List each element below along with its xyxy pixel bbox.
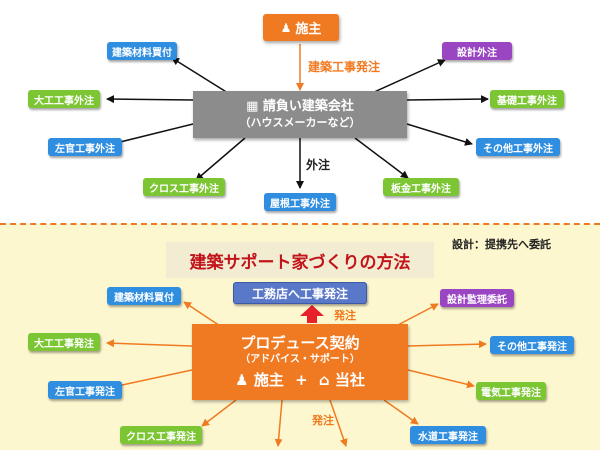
design-note: 設計：提携先へ委託 xyxy=(452,238,551,251)
arrow-b-to-electric xyxy=(407,369,475,389)
party-owner: 施主 xyxy=(253,371,284,389)
arrow-b-to-materials xyxy=(183,301,221,327)
arrow-to-sheetmetal xyxy=(354,137,409,179)
person-icon: ♟ xyxy=(235,371,249,389)
bottom-left-item-materials: 建築材料買付 xyxy=(107,287,181,305)
arrow-to-materials xyxy=(171,57,229,94)
bottom-order-label: 発注 xyxy=(312,414,334,427)
arrow-to-cloth xyxy=(195,137,246,181)
order-label-right: 発注 xyxy=(334,309,356,322)
produce-subtitle: （アドバイス・サポート） xyxy=(240,354,360,365)
arrow-b-to-bottom-left xyxy=(274,399,283,447)
company-name: 請負い建築会社 xyxy=(262,98,354,114)
arrow-to-plaster xyxy=(107,123,194,148)
top-bottom-item-roof: 屋根工事外注 xyxy=(264,193,336,211)
arrow-to-design xyxy=(371,59,446,94)
bottom-right-item-water: 水道工事発注 xyxy=(410,426,486,444)
method-title: 建築サポート家づくりの方法 xyxy=(166,242,434,278)
bottom-left-item-plaster: 左官工事発注 xyxy=(48,381,122,399)
arrow-b-to-supervision xyxy=(395,303,439,327)
top-right-item-sheetmetal: 板金工事外注 xyxy=(383,178,459,196)
top-right-item-foundation: 基礎工事外注 xyxy=(490,90,564,108)
arrow-b-to-water xyxy=(383,399,419,425)
owner-box: ♟ 施主 xyxy=(263,14,339,41)
order-arrow-label: 建築工事発注 xyxy=(308,60,381,74)
top-left-item-cloth: クロス工事外注 xyxy=(143,178,225,196)
contract-parties: ♟ 施主 + ⌂ 当社 xyxy=(235,371,365,390)
section-divider xyxy=(0,223,600,225)
bottom-left-item-carpentry: 大工工事発注 xyxy=(28,333,100,351)
bottom-left-item-cloth: クロス工事発注 xyxy=(120,426,202,444)
top-left-item-plaster: 左官工事外注 xyxy=(48,138,122,156)
arrow-b-to-bottom-right xyxy=(329,399,348,447)
outsource-label: 外注 xyxy=(306,158,331,172)
arrow-b-to-carpentry xyxy=(106,339,193,348)
building-icon: ▦ xyxy=(246,98,259,114)
arrow-b-to-cloth xyxy=(201,399,237,427)
owner-label: 施主 xyxy=(295,22,322,37)
bottom-right-item-electric: 電気工事発注 xyxy=(476,382,546,400)
produce-title: プロデュース契約 xyxy=(240,334,360,352)
top-right-item-design: 設計外注 xyxy=(442,42,512,60)
top-left-item-materials: 建築材料買付 xyxy=(107,42,177,60)
bottom-right-item-supervision: 設計監理委託 xyxy=(440,289,514,307)
top-left-item-carpentry: 大工工事外注 xyxy=(28,90,100,108)
contractor-company-box: ▦ 請負い建築会社 （ハウスメーカーなど） xyxy=(193,91,407,138)
arrow-b-to-other xyxy=(407,340,487,349)
arrow-to-carpentry xyxy=(106,95,194,104)
contractor-order-box: 工務店へ工事発注 xyxy=(233,282,367,304)
house-icon: ⌂ xyxy=(318,371,330,389)
arrow-b-to-plaster xyxy=(107,369,193,391)
produce-contract-box: プロデュース契約 （アドバイス・サポート） ♟ 施主 + ⌂ 当社 xyxy=(192,324,408,400)
arrow-to-other xyxy=(406,123,473,146)
bottom-right-item-other: その他工事発注 xyxy=(490,336,574,354)
person-icon: ♟ xyxy=(280,20,292,35)
party-us: 当社 xyxy=(334,371,365,389)
top-right-item-other: その他工事外注 xyxy=(476,138,560,156)
red-up-arrow xyxy=(300,305,324,323)
company-subtitle: （ハウスメーカーなど） xyxy=(239,115,361,129)
arrow-to-foundation xyxy=(406,95,489,104)
party-plus: + xyxy=(295,371,308,389)
